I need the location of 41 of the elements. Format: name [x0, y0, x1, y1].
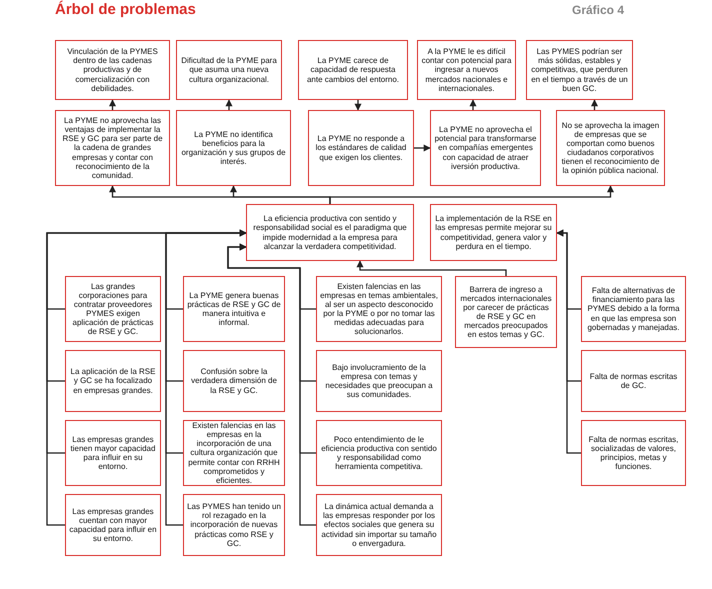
- problem-box: Las grandes corporaciones para contratar proveedores PYMES exigen aplicación de prácticas de RSE y GC.: [65, 276, 161, 342]
- problem-box: Confusión sobre la verdadera dimensión de la RSE y GC.: [183, 350, 285, 412]
- problem-box: Las PYMES han tenido un rol rezagado en la incorporación de nuevas prácticas como RSE y GC.: [183, 494, 285, 556]
- problem-box: Vinculación de la PYMES dentro de las cadenas productivas y de comercialización con debilidades.: [55, 40, 170, 100]
- arrow: [591, 99, 598, 110]
- arrow: [470, 99, 476, 110]
- problem-box: La implementación de la RSE en las empresas permite mejorar su competitividad, genera valor y perdura en el tiempo.: [430, 204, 557, 261]
- problem-box: La PYME no aprovecha las ventajas de implementar la RSE y GC para ser parte de la cadena de grandes empresas y contar con reconocimiento de la comunidad.: [55, 110, 170, 186]
- arrow: [165, 230, 247, 526]
- diagram-title: Árbol de problemas: [55, 1, 196, 18]
- problem-box: Falta de normas escritas, socializadas de valores, principios, metas y funciones.: [581, 420, 686, 486]
- arrow: [109, 99, 116, 110]
- problem-box: Bajo involucramiento de la empresa con temas y necesidades que preocupan a sus comunidades.: [316, 350, 442, 412]
- problem-box: Barrera de ingreso a mercados internacionales por carecer de prácticas de RSE y GC en mercados preocupados en estos temas y GC.: [455, 276, 557, 348]
- arrow: [329, 185, 614, 204]
- problem-box: Poco entendimiento de le eficiencia productiva con sentido y responsabilidad como herramienta competitiva.: [316, 420, 442, 486]
- problem-box: Las empresas grandes tienen mayor capacidad para influir en su entorno.: [65, 420, 161, 486]
- figure-number: Gráfico 4: [572, 3, 624, 17]
- problem-box: A la PYME le es difícil contar con potencial para ingresar a nuevos mercados nacionales e internacionales.: [417, 40, 516, 100]
- problem-box: No se aprovecha la imagen de empresas que se comportan como buenos ciudadanos corporativos tienen el reconocimiento de la opinión pública nacional.: [556, 110, 665, 186]
- problem-box: Falta de normas escritas de GC.: [581, 350, 686, 412]
- problem-box: La PYME no aprovecha el potencial para transformarse en compañías emergentes con capacidad de atraer iversión productiva.: [430, 110, 541, 186]
- problem-box: Las empresas grandes cuentan con mayor capacidad para influir en su entorno.: [65, 494, 161, 556]
- problem-box: Existen falencias en las empresas en la incorporación de una cultura organización que permite contar con RRHH comprometidos y eficientes.: [183, 420, 285, 486]
- arrow: [356, 260, 507, 276]
- problem-box: La dinámica actual demanda a las empresas responder por los efectos sociales que genera su actividad sin importar su tamaño o envergadura.: [316, 494, 442, 556]
- problem-box: La PYME no identifica beneficios para la organización y sus grupos de interés.: [176, 110, 291, 186]
- arrow: [226, 99, 232, 110]
- problem-box: Existen falencias en las empresas en temas ambientales, al ser un aspecto desconocido por la PYME o por no tomar las medidas adecuadas para solucionarlos.: [316, 276, 442, 342]
- problem-box: La PYME genera buenas prácticas de RSE y GC de manera intuitiva e informal.: [183, 276, 285, 342]
- arrow: [556, 230, 581, 454]
- arrow: [227, 244, 316, 526]
- arrow: [354, 100, 362, 111]
- problem-box: La PYME carece de capacidad de respuesta ante cambios del entorno.: [298, 40, 408, 100]
- problem-box: Falta de alternativas de financiamiento para las PYMES debido a la forma en que las empresa son gobernadas y manejadas.: [581, 276, 686, 342]
- problem-box: La eficiencia productiva con sentido y responsabilidad social es el paradigma que impide modernidad a la empresa para alcanzar la verdadera competitividad.: [246, 204, 414, 261]
- arrow: [414, 144, 431, 152]
- problem-box: Dificultad de la PYME para que asuma una nueva cultura organizacional.: [176, 40, 282, 100]
- problem-box: Las PYMES podrían ser más sólidas, estables y competitivas, que perduren en el tiempo a través de un buen GC.: [526, 40, 633, 100]
- problem-box: La PYME no responde a los estándares de calidad que exigen los clientes.: [308, 110, 414, 186]
- problem-box: La aplicación de la RSE y GC se ha focalizado en empresas grandes.: [65, 350, 161, 412]
